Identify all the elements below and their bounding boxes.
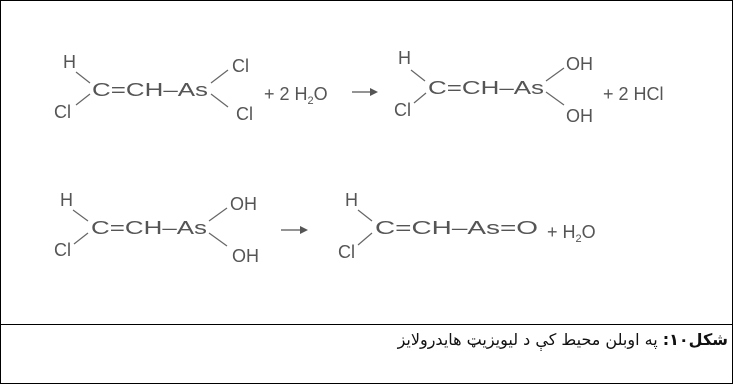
figure-caption: شکل۱۰: په اوبلن محیط کې د لیویزیټ هایدرو… xyxy=(398,330,728,349)
bond-as-bottom xyxy=(208,232,228,247)
caption-text: په اوبلن محیط کې د لیویزیټ هایدرولایز xyxy=(397,330,663,349)
plus-water: + H xyxy=(547,222,576,242)
plus-water: + 2 H xyxy=(264,84,308,104)
reactant-1: H Cl C=CH–As Cl Cl xyxy=(54,52,253,124)
bond-as-bottom xyxy=(545,91,565,106)
byproduct-hcl: + 2 HCl xyxy=(603,84,664,104)
as-sub-top: OH xyxy=(230,194,257,214)
vinyl-cl: Cl xyxy=(338,242,355,262)
vinyl-h: H xyxy=(345,190,358,210)
reactant-2: H Cl C=CH–As OH OH xyxy=(54,190,259,266)
as-sub-bottom: Cl xyxy=(236,104,253,124)
water-reagent-1: + 2 H2O xyxy=(264,84,328,107)
vinyl-h: H xyxy=(398,48,411,68)
vinyl-cl: Cl xyxy=(54,102,71,122)
bond-as-top xyxy=(208,207,228,222)
bond-h xyxy=(75,71,91,84)
vinyl-cl: Cl xyxy=(54,240,71,260)
reaction-arrow-2 xyxy=(281,226,308,234)
vinyl-h: H xyxy=(60,190,73,210)
water-o: O xyxy=(314,84,328,104)
water-subscript: 2 xyxy=(308,95,314,107)
caption-divider xyxy=(0,324,733,325)
vinyl-h: H xyxy=(63,52,76,72)
chain: C=CH–As=O xyxy=(375,218,538,238)
chain: C=CH–As xyxy=(91,218,207,238)
as-sub-top: Cl xyxy=(232,56,249,76)
bond-h xyxy=(72,209,89,222)
as-sub-bottom: OH xyxy=(566,106,593,126)
as-sub-bottom: OH xyxy=(232,246,259,266)
chain: C=CH–As xyxy=(428,78,544,98)
water-subscript: 2 xyxy=(576,233,582,245)
chain: C=CH–As xyxy=(92,80,208,100)
bond-cl xyxy=(75,93,91,106)
bond-as-top xyxy=(210,69,229,84)
bond-as-bottom xyxy=(210,93,229,108)
vinyl-cl: Cl xyxy=(394,100,411,120)
svg-text:+ 2 H2O: + 2 H2O xyxy=(264,84,328,107)
caption-label: شکل۱۰: xyxy=(662,330,728,349)
bond-cl xyxy=(357,232,373,246)
bond-cl xyxy=(413,92,427,104)
bond-h xyxy=(410,69,426,82)
as-sub-top: OH xyxy=(566,54,593,74)
bond-cl xyxy=(73,232,89,245)
reaction-arrow-1 xyxy=(352,88,378,96)
bond-h xyxy=(357,209,373,222)
water-product-2: + H2O xyxy=(547,222,596,245)
reaction-scheme: H Cl C=CH–As Cl Cl + 2 H2O H Cl C=CH–As … xyxy=(54,48,664,266)
bond-as-top xyxy=(545,67,565,82)
product-1: H Cl C=CH–As OH OH xyxy=(394,48,593,126)
water-o: O xyxy=(582,222,596,242)
product-2: H Cl C=CH–As=O xyxy=(338,190,538,262)
